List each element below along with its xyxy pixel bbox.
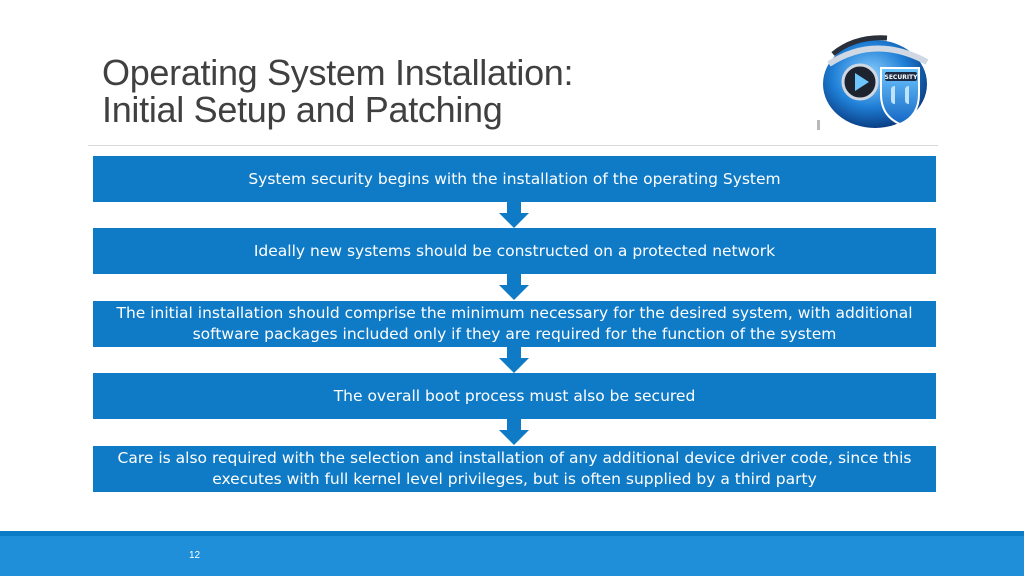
step-box-3: The initial installation should comprise… xyxy=(93,301,936,347)
step-box-1: System security begins with the installa… xyxy=(93,156,936,202)
step-box-2: Ideally new systems should be constructe… xyxy=(93,228,936,274)
security-logo-icon: SECURITY xyxy=(817,35,929,130)
page-number: 12 xyxy=(189,550,201,561)
footer-bar xyxy=(0,531,1024,576)
logo-text: SECURITY xyxy=(885,74,919,81)
step-box-4: The overall boot process must also be se… xyxy=(93,373,936,419)
title-line-1: Operating System Installation: xyxy=(102,52,574,93)
step-box-5: Care is also required with the selection… xyxy=(93,446,936,492)
down-arrow-icon xyxy=(499,274,529,300)
slide-title: Operating System Installation: Initial S… xyxy=(102,52,574,130)
down-arrow-icon xyxy=(499,419,529,445)
down-arrow-icon xyxy=(499,347,529,373)
title-line-2: Initial Setup and Patching xyxy=(102,89,503,130)
title-divider xyxy=(88,145,938,146)
down-arrow-icon xyxy=(499,202,529,228)
